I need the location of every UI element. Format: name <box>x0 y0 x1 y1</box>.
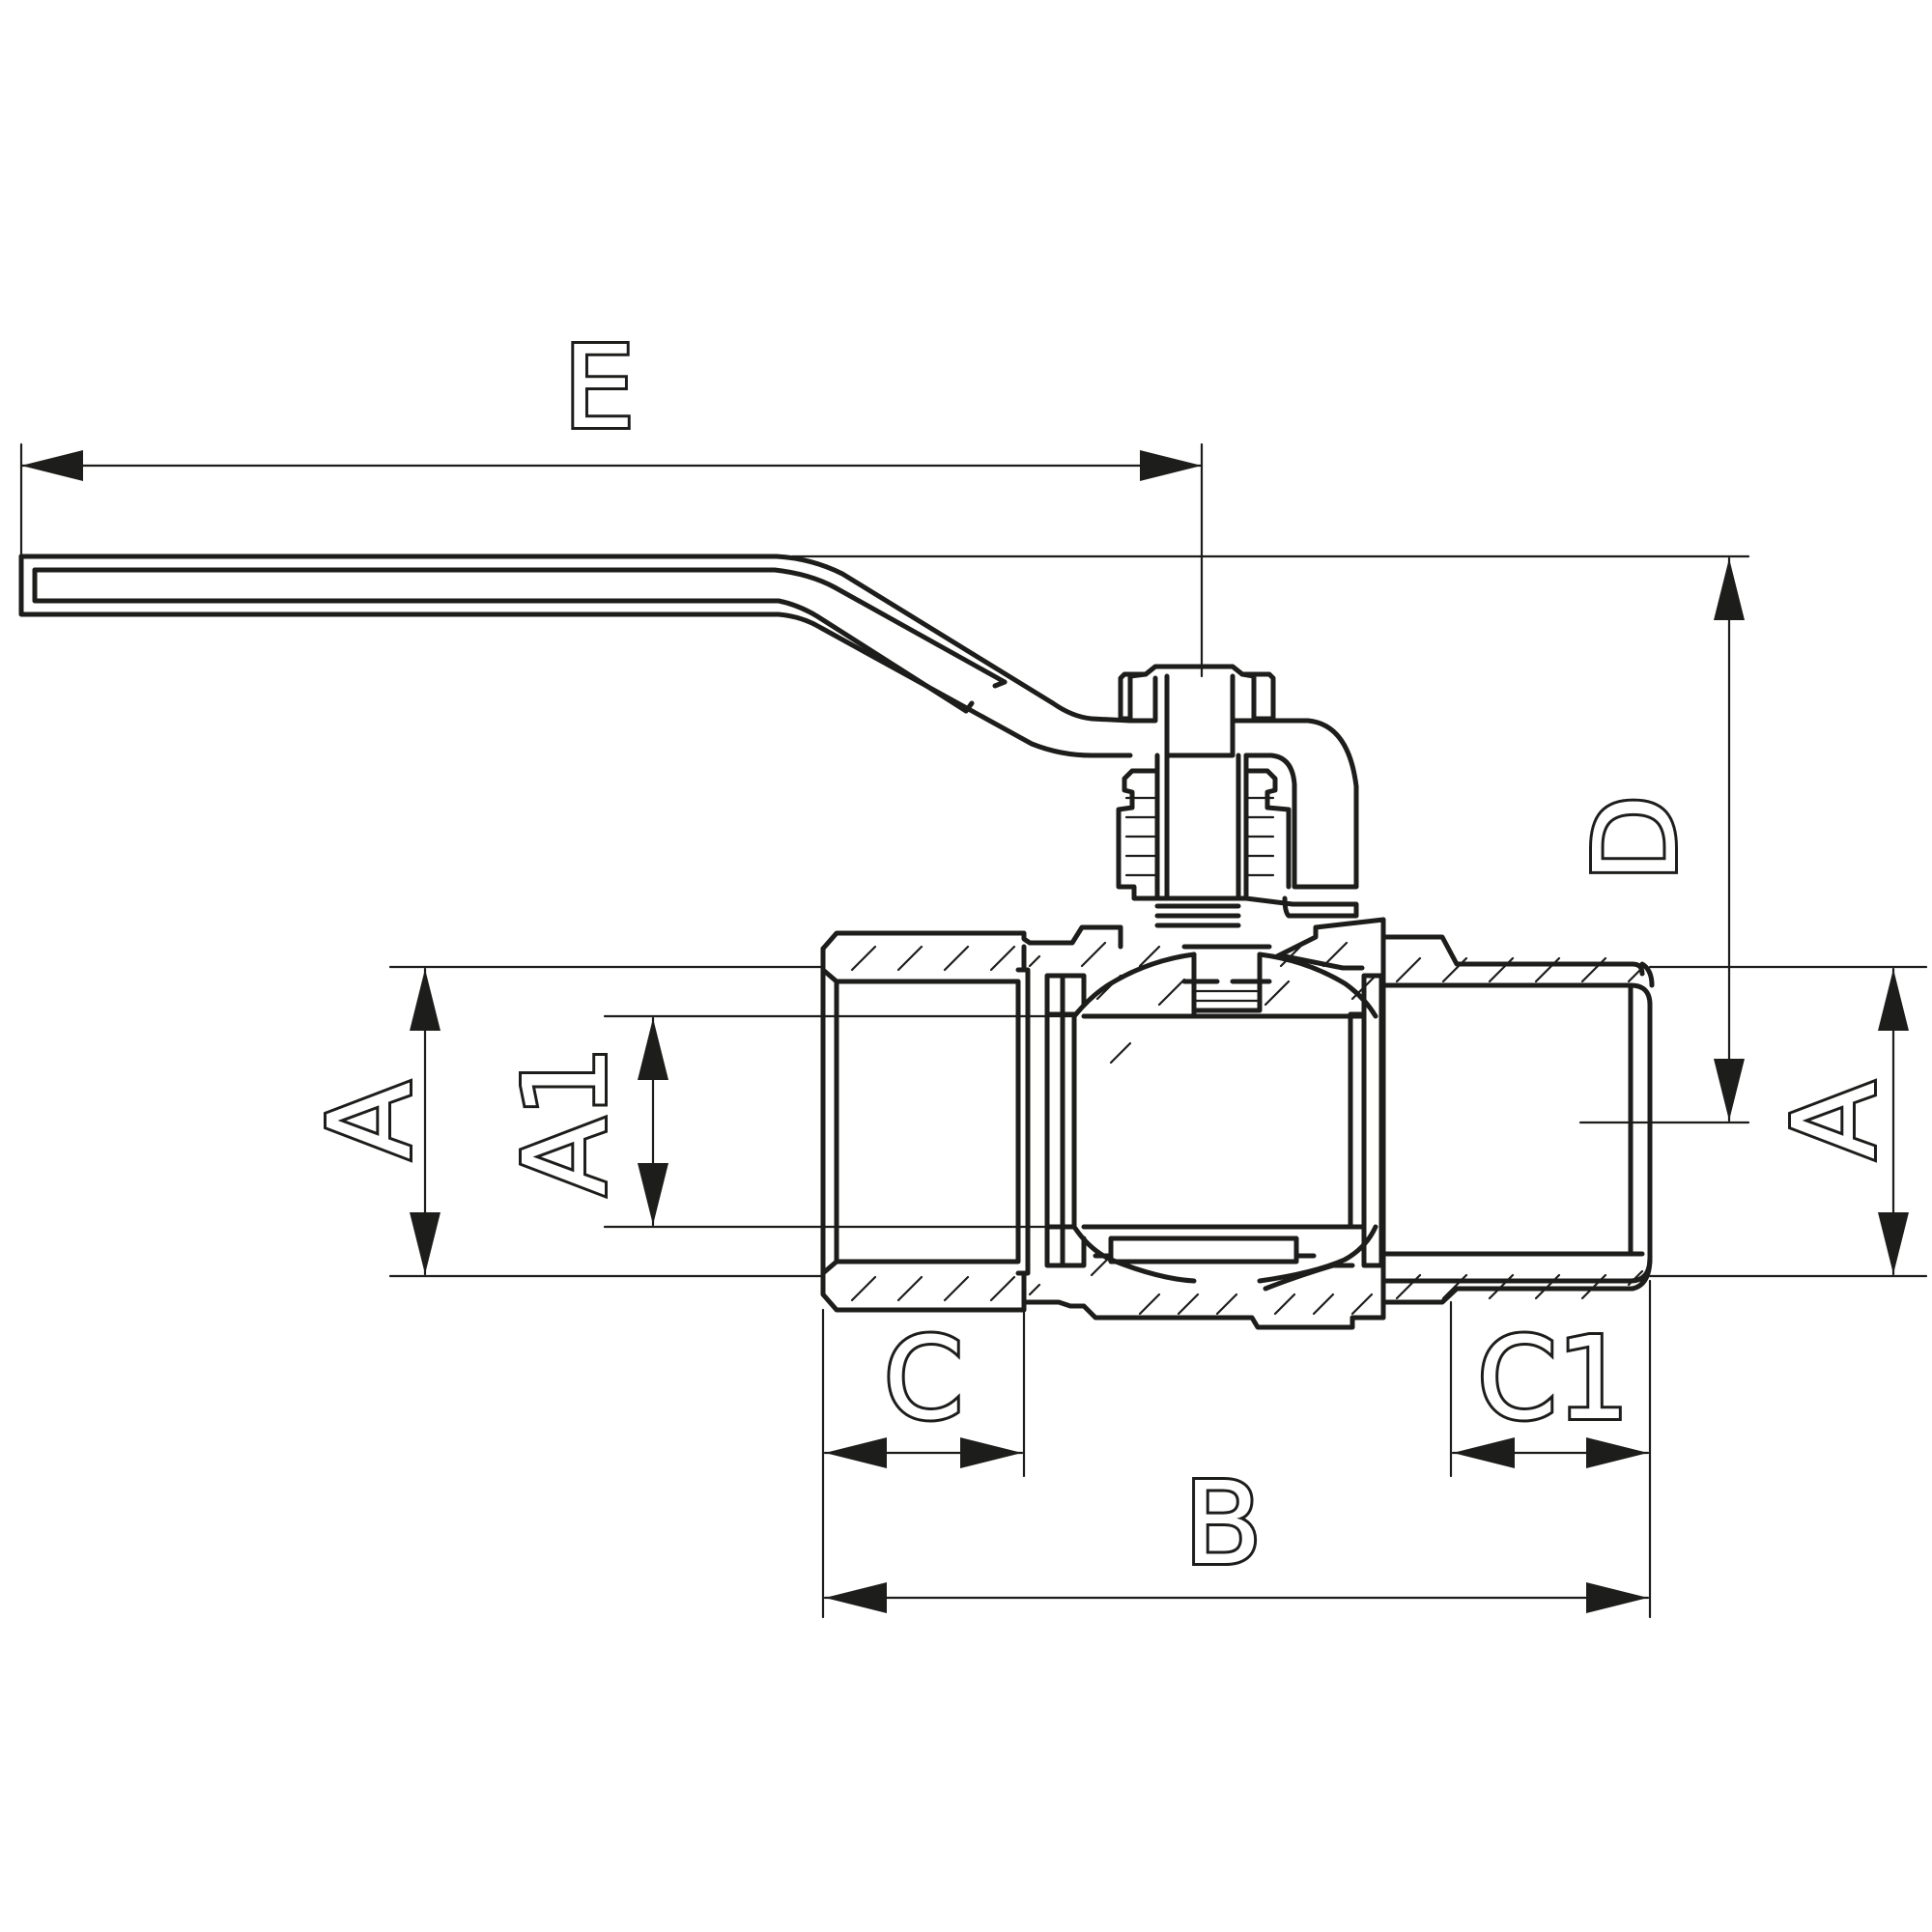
section-hatching <box>850 941 1644 1316</box>
arrow-b-right <box>1586 1582 1648 1613</box>
arrow-a-left-top <box>410 969 440 1031</box>
arrow-c1-right <box>1586 1437 1648 1468</box>
arrow-d-bottom <box>1714 1059 1745 1121</box>
arrow-a-right-bottom <box>1878 1212 1909 1274</box>
label-c1: C1 <box>1477 1312 1629 1445</box>
arrow-c1-left <box>1453 1437 1515 1468</box>
arrow-c-right <box>960 1437 1022 1468</box>
valve-body <box>820 917 1655 1330</box>
label-b: B <box>1184 1457 1263 1590</box>
lever-handle <box>18 554 1133 758</box>
label-c: C <box>884 1312 963 1445</box>
arrowheads <box>21 450 1909 1613</box>
arrow-c-left <box>825 1437 887 1468</box>
label-a-left: A <box>303 1082 437 1160</box>
arrow-a-right-top <box>1878 969 1909 1031</box>
label-a-right: A <box>1768 1082 1901 1160</box>
label-e: E <box>563 321 636 454</box>
stem-assembly <box>1116 664 1359 928</box>
arrow-b-left <box>825 1582 887 1613</box>
arrow-e-left <box>21 450 83 481</box>
arrow-a-left-bottom <box>410 1212 440 1274</box>
dimension-labels: E D A A1 A C C1 B <box>300 318 1904 1593</box>
arrow-e-right <box>1140 450 1202 481</box>
arrow-a1-top <box>638 1018 668 1080</box>
label-d: D <box>1569 795 1702 883</box>
arrow-a1-bottom <box>638 1163 668 1225</box>
arrow-d-top <box>1714 558 1745 620</box>
label-a1: A1 <box>498 1045 632 1196</box>
